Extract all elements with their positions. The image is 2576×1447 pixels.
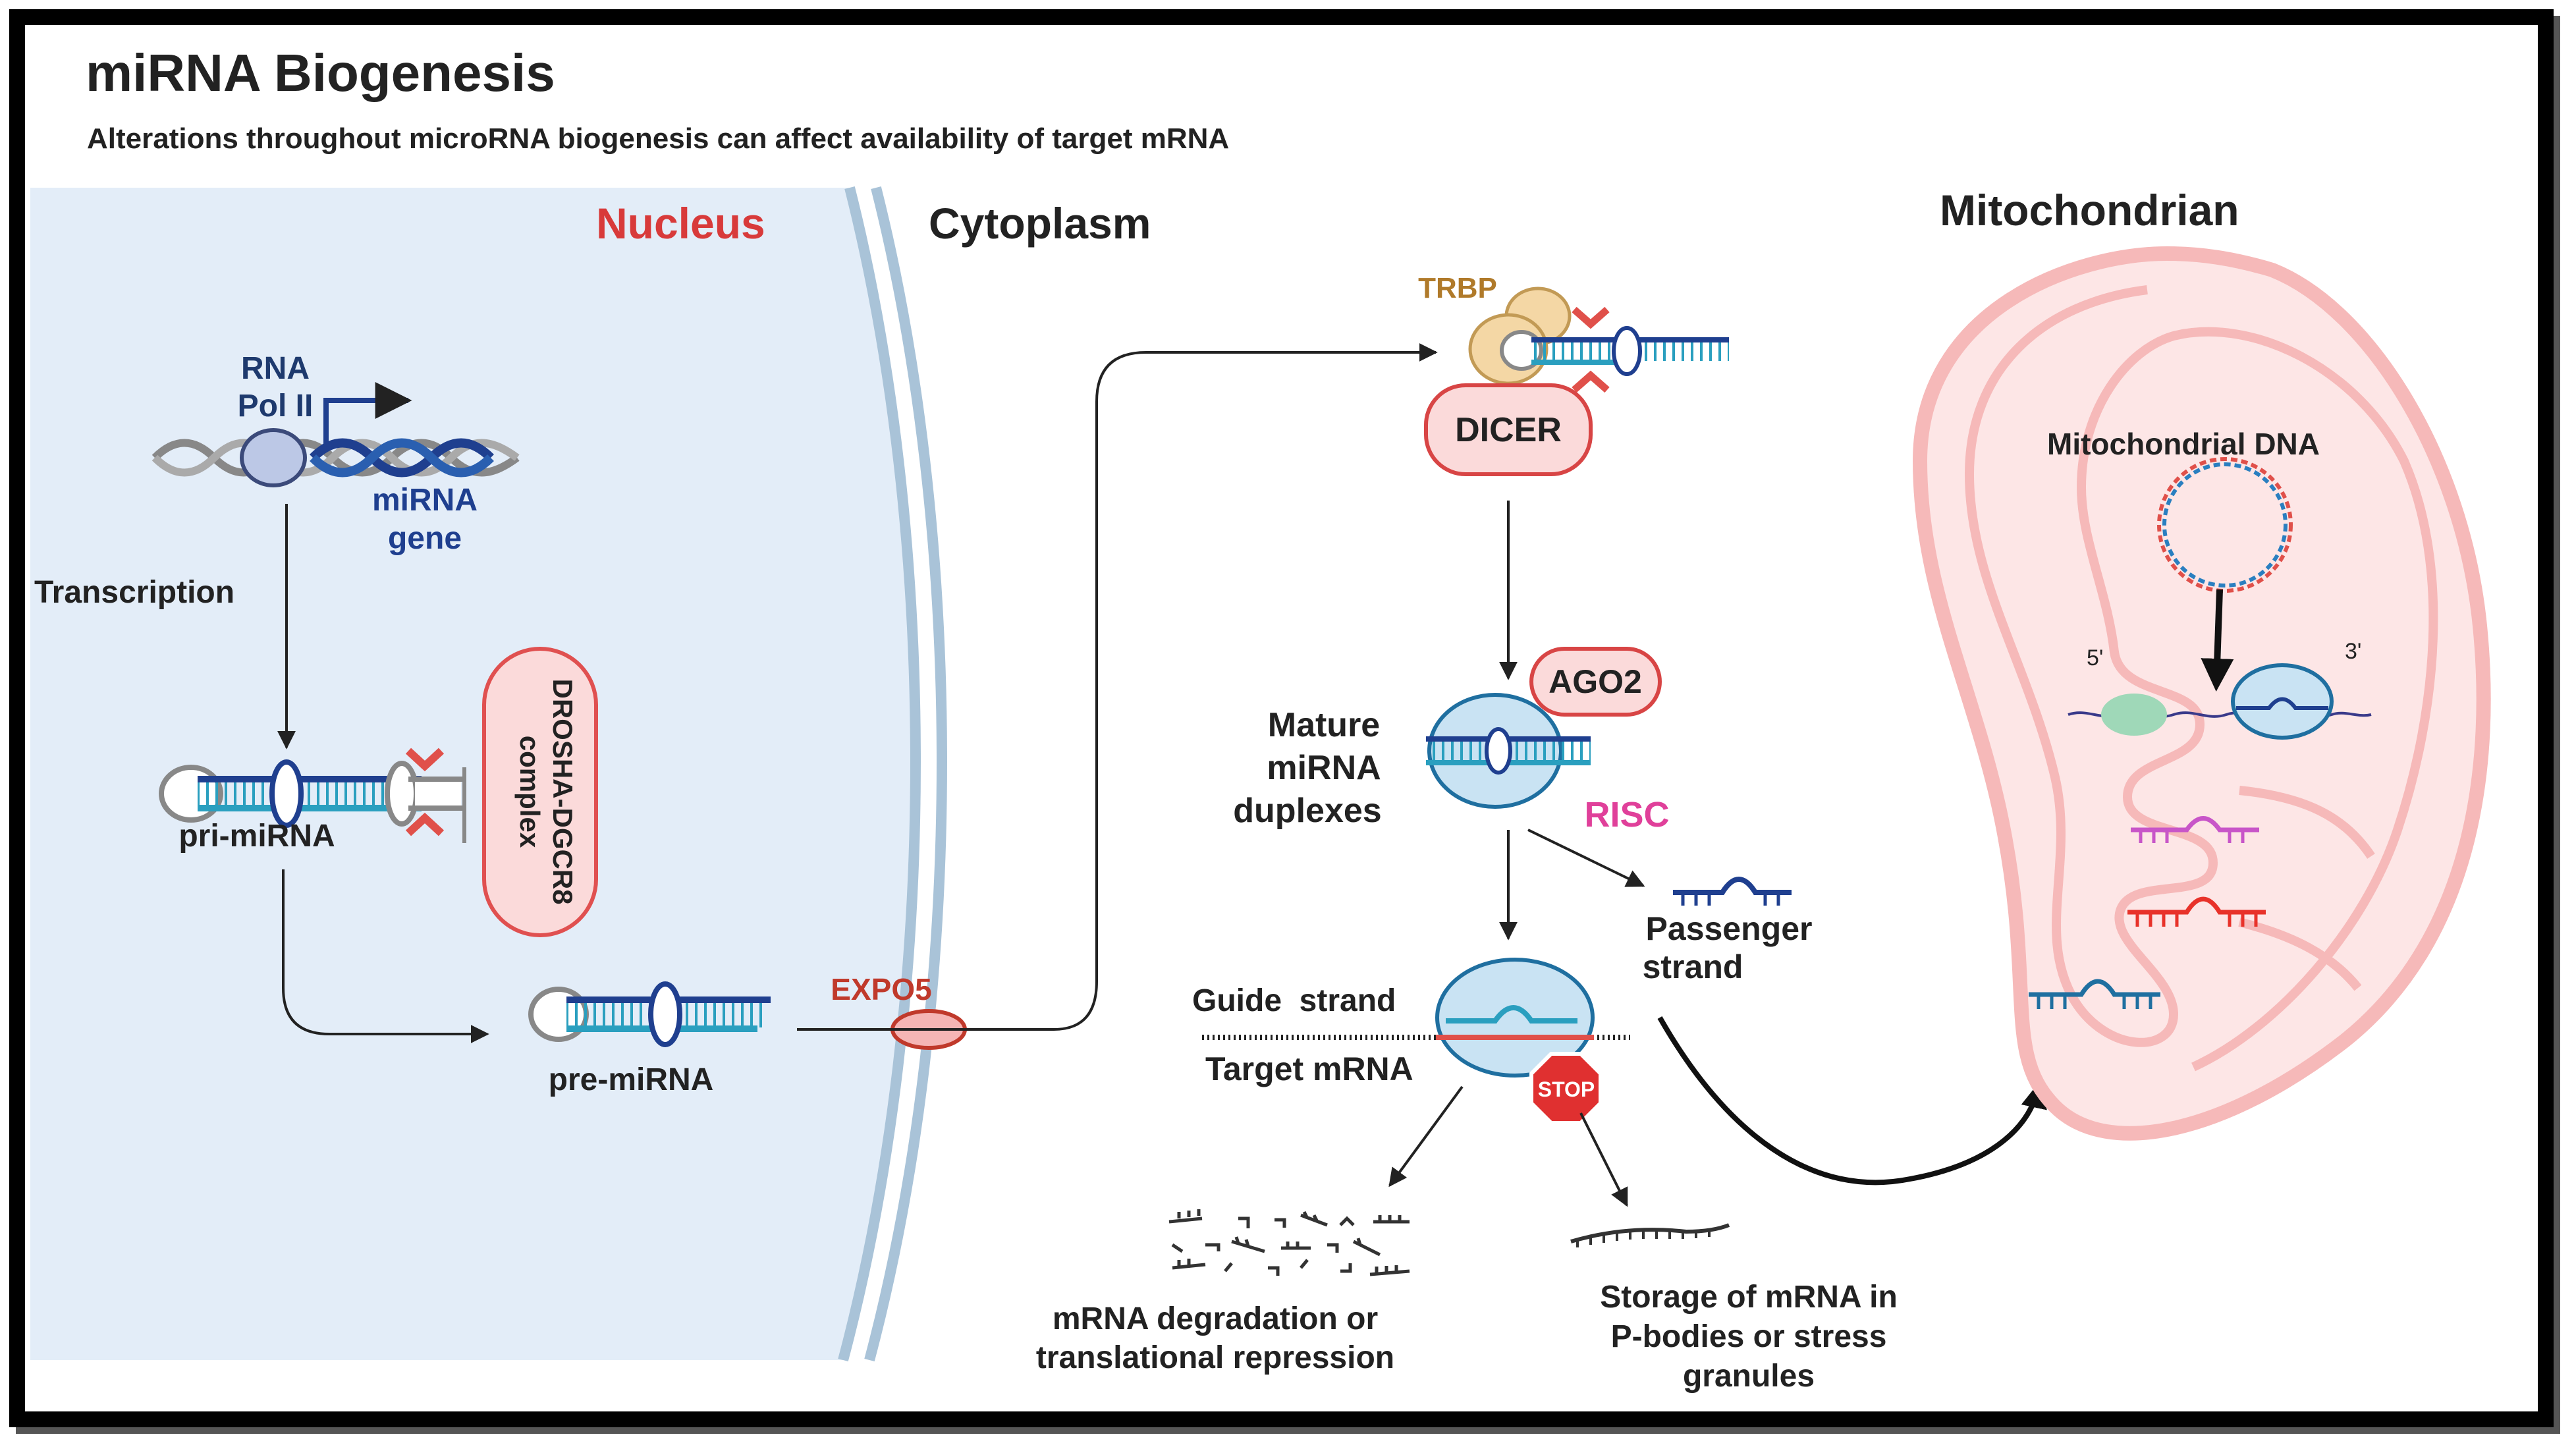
ago2-label: AGO2	[1548, 663, 1642, 700]
mirna-gene-label-line2: gene	[388, 521, 462, 556]
mito-risc-complex	[2231, 663, 2334, 740]
degradation-label-line1: mRNA degradation or	[1053, 1301, 1378, 1336]
mirna-gene-label-line1: miRNA	[372, 483, 478, 518]
rna-pol-ii-shape	[240, 428, 307, 487]
mito-mirna-red	[2127, 896, 2266, 927]
pri-mirna-label: pri-miRNA	[178, 819, 335, 854]
degraded-mrna-fragments-icon	[1168, 1209, 1410, 1276]
passenger-strand-shape	[1673, 877, 1792, 906]
dna-helix	[151, 438, 520, 478]
guide-strand-shape	[1446, 1005, 1577, 1024]
storage-label-line2: P-bodies or stress	[1611, 1319, 1887, 1354]
mito-mirna-pink	[2131, 816, 2259, 843]
mitochondrion-outer-membrane	[1912, 246, 2491, 1141]
figure-title: miRNA Biogenesis	[86, 43, 555, 102]
mature-label-line2: miRNA	[1267, 749, 1381, 787]
cytoplasm-label: Cytoplasm	[929, 199, 1151, 248]
to-storage-arrow	[1579, 1112, 1628, 1207]
transcription-label: Transcription	[34, 575, 234, 610]
mito-dna-label: Mitochondrial DNA	[2047, 427, 2320, 461]
promoter-arrow-icon	[323, 382, 412, 448]
drosha-label-line2: complex	[514, 736, 545, 848]
three-prime-label: 3'	[2345, 639, 2361, 664]
pre-mirna-label: pre-miRNA	[549, 1062, 714, 1097]
risc-to-passenger-arrow	[1527, 829, 1645, 887]
stop-sign-icon	[1529, 1052, 1603, 1125]
nucleus-region	[30, 188, 916, 1360]
mito-ribosome-shape	[2101, 694, 2167, 736]
to-degradation-arrow	[1388, 1085, 1464, 1188]
nuclear-envelope-outer	[838, 186, 921, 1362]
mito-mirna-blue	[2029, 979, 2160, 1009]
storage-label-line1: Storage of mRNA in	[1600, 1280, 1898, 1315]
mature-duplex	[1426, 727, 1591, 775]
mature-label-line3: duplexes	[1233, 792, 1381, 830]
mitochondrion-cristae	[1964, 285, 2438, 1072]
pri-mirna-structure	[159, 748, 466, 843]
nuclear-envelope-inner	[864, 186, 947, 1362]
drosha-label-line1: DROSHA-DGCR8	[547, 678, 578, 904]
dicer-bound-premirna	[1500, 306, 1729, 393]
ago2-protein	[1529, 647, 1662, 717]
dicer-enzyme	[1424, 383, 1593, 476]
mito-dna-circle-strand2	[2162, 462, 2288, 587]
to-mitochondrion-arrow	[1657, 1016, 2047, 1186]
risc-on-target	[1435, 958, 1595, 1078]
guide-strand-label: Guide strand	[1192, 983, 1396, 1018]
passenger-label-line1: Passenger	[1646, 910, 1813, 947]
processing-arrow	[282, 869, 489, 1043]
mature-label-line1: Mature	[1268, 706, 1380, 744]
risc-label: RISC	[1584, 795, 1669, 834]
mito-bound-mirna	[2236, 697, 2328, 710]
stop-sign-label: STOP	[1538, 1078, 1595, 1101]
expo5-label: EXPO5	[831, 972, 931, 1006]
mito-transcription-arrow	[2201, 589, 2234, 692]
mito-dna-circle	[2157, 457, 2293, 593]
storage-label-line3: granules	[1683, 1359, 1815, 1394]
trbp-label: TRBP	[1418, 272, 1497, 304]
target-mrna-label: Target mRNA	[1205, 1051, 1413, 1087]
passenger-label-line2: strand	[1643, 948, 1743, 985]
degradation-label-line2: translational repression	[1036, 1340, 1394, 1375]
nucleus-label: Nucleus	[596, 199, 765, 248]
export-arrow	[797, 343, 1438, 1031]
figure-subtitle: Alterations throughout microRNA biogenes…	[87, 123, 1229, 155]
dicer-label: DICER	[1455, 411, 1562, 449]
rna-pol-label-line2: Pol II	[238, 389, 314, 423]
drosha-dgcr8-complex	[482, 647, 598, 937]
mitochondrion-label: Mitochondrian	[1940, 186, 2239, 234]
pre-mirna-structure	[528, 981, 771, 1047]
five-prime-label: 5'	[2087, 645, 2103, 670]
rna-pol-label-line1: RNA	[241, 351, 310, 386]
stored-mrna-icon	[1570, 1223, 1730, 1247]
